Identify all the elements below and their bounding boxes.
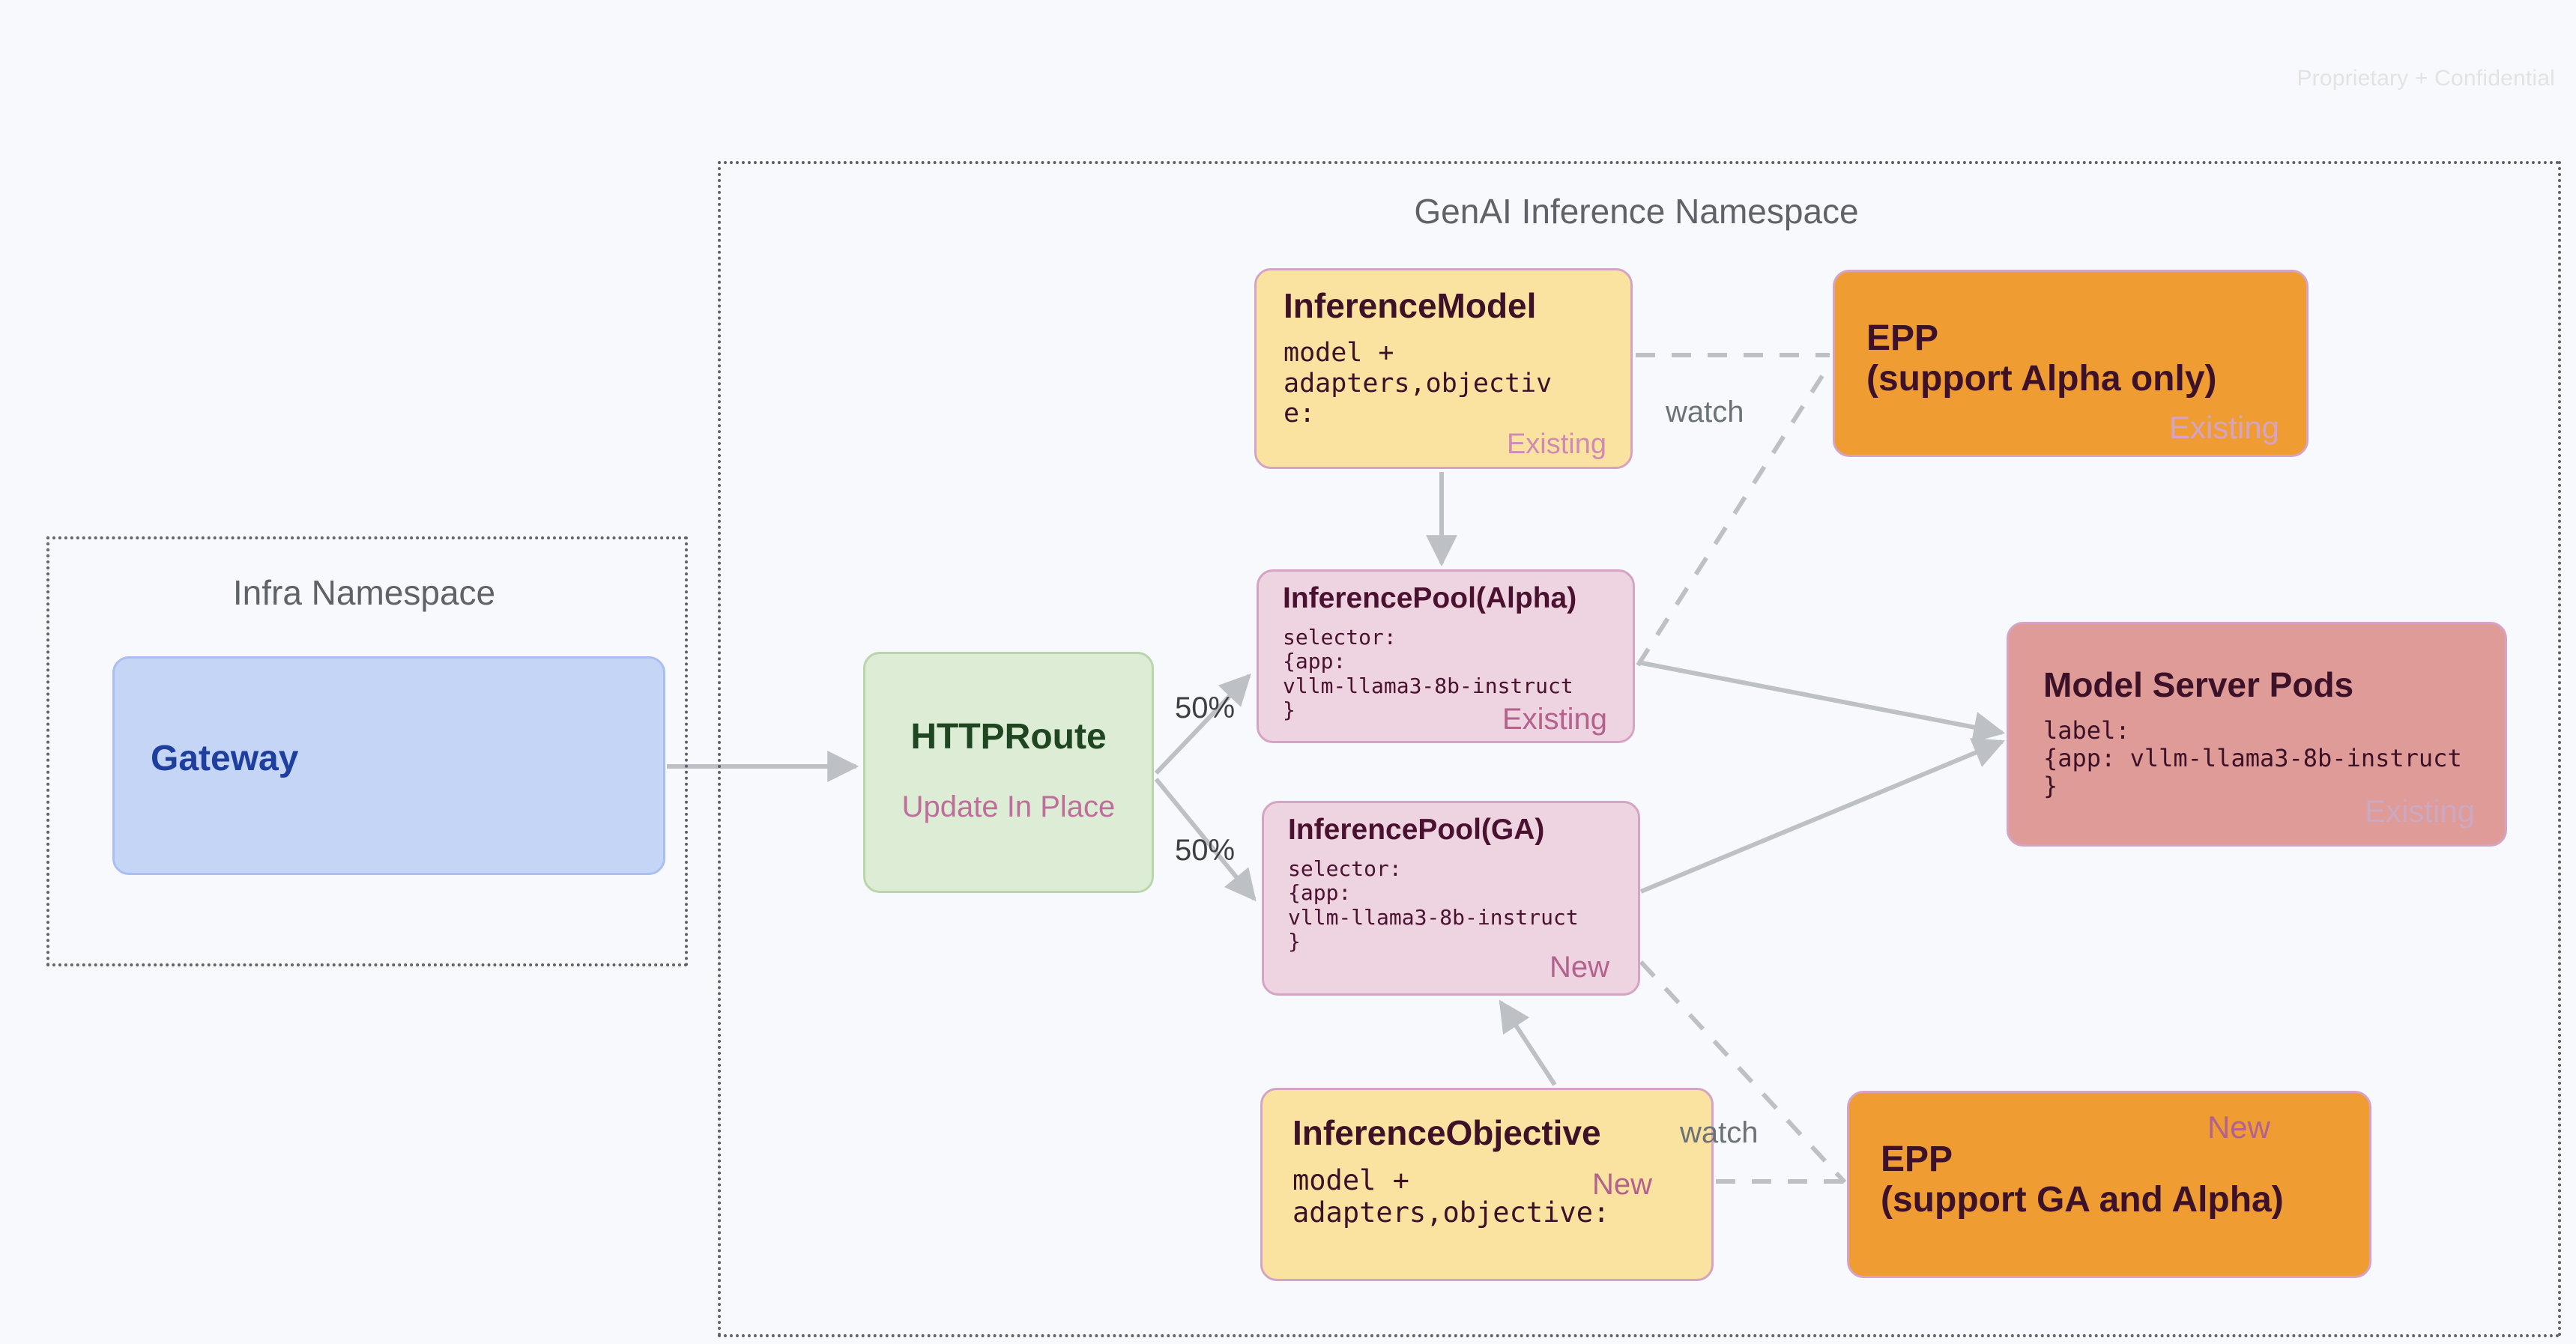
infra-namespace-container bbox=[46, 536, 688, 966]
inference-model-title: InferenceModel bbox=[1284, 286, 1537, 325]
node-epp-alpha[interactable]: EPP (support Alpha only) Existing bbox=[1833, 270, 2309, 457]
genai-namespace-title: GenAI Inference Namespace bbox=[1414, 192, 1859, 231]
edge-label-watch-ga: watch bbox=[1680, 1116, 1759, 1149]
inference-model-status-badge: Existing bbox=[1506, 429, 1606, 460]
httproute-subtitle: Update In Place bbox=[901, 790, 1116, 823]
node-inference-model[interactable]: InferenceModel model + adapters,objectiv… bbox=[1254, 268, 1633, 469]
inference-objective-body: model + adapters,objective: bbox=[1292, 1164, 1610, 1229]
inference-pool-ga-status-badge: New bbox=[1549, 951, 1609, 984]
confidential-note: Proprietary + Confidential bbox=[2297, 66, 2555, 91]
epp-ga-title: EPP (support GA and Alpha) bbox=[1881, 1139, 2284, 1220]
genai-namespace-container bbox=[718, 161, 2561, 1337]
model-server-pods-status-badge: Existing bbox=[2364, 793, 2475, 829]
inference-pool-alpha-title: InferencePool(Alpha) bbox=[1283, 582, 1577, 614]
node-gateway[interactable]: Gateway bbox=[112, 656, 665, 875]
edge-label-split-alpha: 50% bbox=[1175, 691, 1236, 724]
node-inference-pool-alpha[interactable]: InferencePool(Alpha) selector: {app: vll… bbox=[1257, 569, 1635, 743]
model-server-pods-body: label: {app: vllm-llama3-8b-instruct } bbox=[2043, 716, 2462, 801]
inference-pool-ga-title: InferencePool(GA) bbox=[1288, 814, 1545, 846]
inference-pool-alpha-status-badge: Existing bbox=[1502, 703, 1607, 736]
node-httproute[interactable]: HTTPRoute Update In Place bbox=[863, 652, 1154, 893]
httproute-title: HTTPRoute bbox=[910, 717, 1107, 757]
model-server-pods-title: Model Server Pods bbox=[2043, 665, 2354, 704]
edge-label-split-ga: 50% bbox=[1175, 834, 1236, 867]
inference-model-body: model + adapters,objectiv e: bbox=[1284, 338, 1552, 429]
gateway-title: Gateway bbox=[151, 739, 299, 778]
infra-namespace-title: Infra Namespace bbox=[232, 573, 496, 612]
node-inference-pool-ga[interactable]: InferencePool(GA) selector: {app: vllm-l… bbox=[1262, 801, 1640, 996]
node-epp-ga[interactable]: EPP (support GA and Alpha) New bbox=[1847, 1091, 2371, 1278]
edge-label-watch-alpha: watch bbox=[1666, 396, 1744, 429]
node-inference-objective[interactable]: InferenceObjective model + adapters,obje… bbox=[1260, 1088, 1714, 1281]
epp-alpha-status-badge: Existing bbox=[2168, 410, 2279, 445]
inference-pool-ga-body: selector: {app: vllm-llama3-8b-instruct … bbox=[1288, 856, 1579, 954]
inference-objective-title: InferenceObjective bbox=[1292, 1113, 1601, 1152]
epp-alpha-title: EPP (support Alpha only) bbox=[1866, 318, 2217, 399]
inference-pool-alpha-body: selector: {app: vllm-llama3-8b-instruct … bbox=[1283, 625, 1573, 723]
epp-ga-status-badge: New bbox=[2207, 1110, 2270, 1145]
inference-objective-status-badge: New bbox=[1592, 1168, 1653, 1201]
node-model-server-pods[interactable]: Model Server Pods label: {app: vllm-llam… bbox=[2007, 622, 2507, 847]
